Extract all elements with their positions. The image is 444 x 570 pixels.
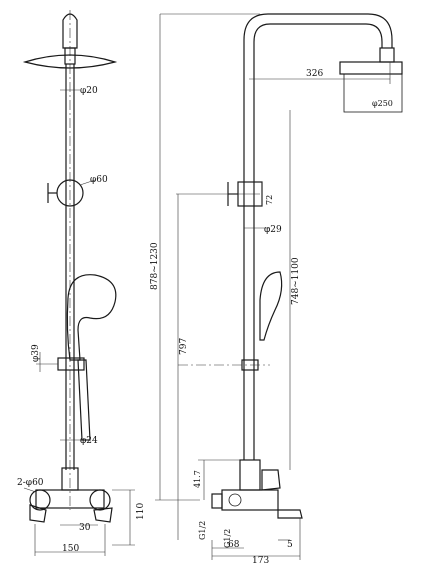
front-shower-head xyxy=(22,54,118,69)
side-showerhead-top xyxy=(339,61,403,75)
front-view: φ20 φ60 φ39 φ24 2-φ60 30 xyxy=(17,10,146,556)
front-valve-handle-left xyxy=(29,504,47,523)
front-diverter-leader xyxy=(79,179,96,186)
side-overall-height-label: 878~1230 xyxy=(150,242,160,290)
side-arm-reach-label: 326 xyxy=(306,69,323,79)
side-valve-handle xyxy=(261,469,281,491)
side-head-connector xyxy=(379,47,395,63)
front-handshower-handle xyxy=(77,359,91,441)
side-inlet-thread-left-label: G1/2 xyxy=(198,521,207,540)
side-view: 878~1230 φ250 326 72 φ29 748~1100 xyxy=(150,13,403,566)
side-head-diameter-label: φ250 xyxy=(372,99,393,108)
side-inlet-thread-right-label: G1/2 xyxy=(223,529,232,548)
front-holder-diameter-label: φ39 xyxy=(31,344,41,362)
front-rosette-label: 2-φ60 xyxy=(17,478,44,488)
front-valve-rosette-right xyxy=(89,489,111,511)
front-diverter-diameter-label: φ60 xyxy=(90,175,108,185)
side-riser-outer xyxy=(243,13,393,460)
side-valve-inlet xyxy=(211,493,223,509)
front-valve-handle-right xyxy=(93,507,113,523)
side-valve-body xyxy=(221,489,279,511)
side-outlet-offset-label: 41.7 xyxy=(193,470,202,488)
side-handshower xyxy=(259,271,283,341)
front-shower-arm-top xyxy=(62,13,78,49)
side-bar-diameter-label: φ29 xyxy=(264,225,282,235)
side-inlet-projection-label: 68 xyxy=(228,540,240,550)
side-spout-reach-label: 173 xyxy=(252,556,269,566)
front-valve-rosette-left xyxy=(29,489,51,511)
side-spout-drop-label: 5 xyxy=(287,540,293,550)
front-pipe-diameter-label: φ20 xyxy=(80,86,98,96)
side-riser-inner xyxy=(253,23,383,460)
front-head-connector xyxy=(64,47,76,65)
side-diverter-offset-label: 72 xyxy=(265,195,274,205)
front-handshower-diameter-label: φ24 xyxy=(80,436,98,446)
front-handshower-head xyxy=(66,274,117,361)
side-valve-knob xyxy=(228,493,242,507)
side-bar-length-label: 748~1100 xyxy=(291,257,301,305)
side-spout xyxy=(277,509,303,519)
front-width-label: 150 xyxy=(62,544,79,554)
side-valve-stem xyxy=(239,459,261,491)
side-holder-height-label: 797 xyxy=(179,338,189,355)
front-valve-depth-label: 30 xyxy=(79,523,91,533)
front-rosette-leader xyxy=(23,487,37,493)
front-valve-body xyxy=(35,489,105,509)
side-showerhead-body xyxy=(343,73,403,113)
front-valve-height-label: 110 xyxy=(136,503,146,520)
